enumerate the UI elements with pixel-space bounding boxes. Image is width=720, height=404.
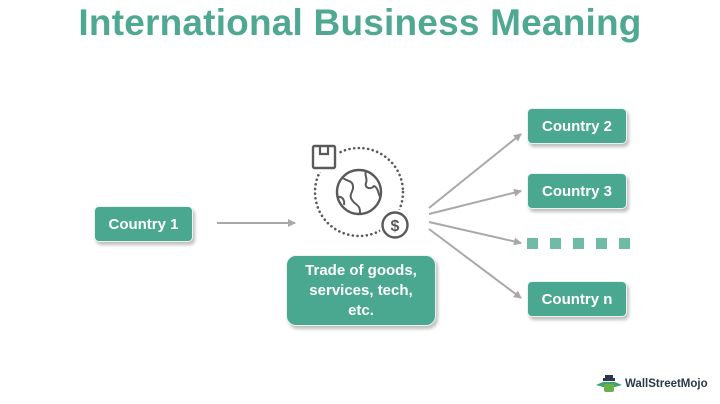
- dotted-cycle-ring: [313, 146, 405, 238]
- brand-name: WallStreetMojo: [625, 378, 708, 390]
- country-1-label: Country 1: [108, 215, 179, 233]
- brand-logo: WallStreetMojo: [596, 374, 708, 394]
- globe-trade-icon: $: [309, 142, 411, 241]
- trade-caption: Trade of goods, services, tech, etc.: [305, 261, 417, 319]
- country-n-node: Country n: [527, 281, 627, 317]
- country-3-label: Country 3: [541, 182, 612, 200]
- trade-caption-box: Trade of goods, services, tech, etc.: [286, 255, 436, 326]
- ellipsis-dot: [596, 238, 607, 249]
- fan-out-arrows: [428, 133, 522, 299]
- dollar-coin-icon: $: [381, 211, 409, 239]
- ellipsis-dot: [573, 238, 584, 249]
- package-box-icon: [311, 144, 337, 170]
- country-1-node: Country 1: [94, 206, 193, 242]
- country-n-label: Country n: [541, 290, 613, 308]
- page-title: International Business Meaning: [78, 2, 642, 43]
- mascot-logo-icon: [596, 375, 622, 392]
- ellipsis-dot: [619, 238, 630, 249]
- globe-icon: [335, 168, 383, 216]
- ellipsis-more-countries: [527, 238, 630, 249]
- ellipsis-dot: [527, 238, 538, 249]
- country-2-node: Country 2: [527, 108, 627, 144]
- svg-text:$: $: [391, 218, 400, 235]
- country-3-node: Country 3: [527, 173, 627, 209]
- ellipsis-dot: [550, 238, 561, 249]
- country-2-label: Country 2: [541, 117, 612, 135]
